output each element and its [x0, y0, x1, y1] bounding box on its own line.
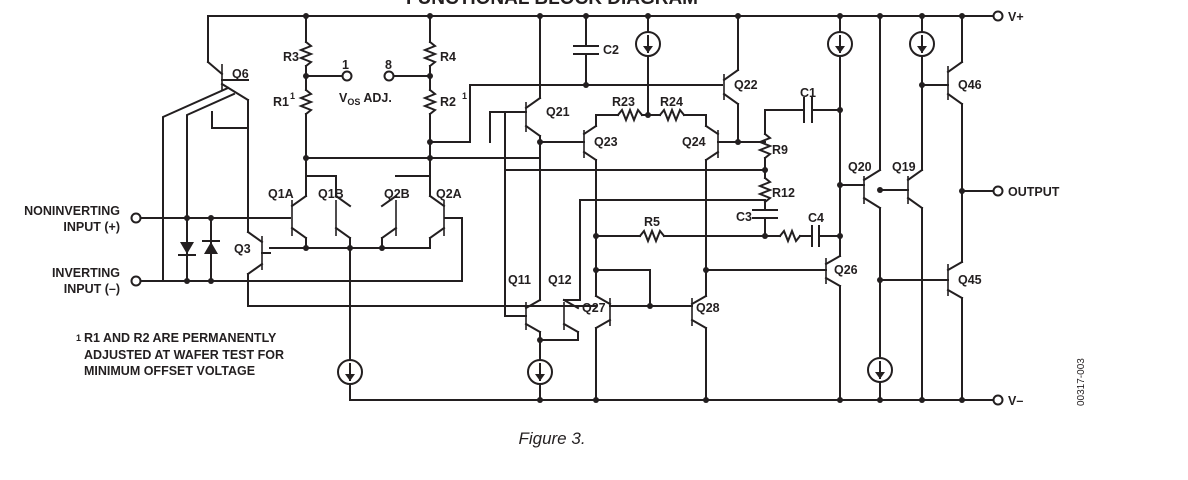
input-pair-tail: [269, 245, 431, 361]
r1-label: R1: [273, 95, 289, 109]
q2b-label: Q2B: [384, 187, 410, 201]
rail-junctions: [303, 13, 965, 403]
current-source-q11: [527, 359, 553, 401]
q26-label: Q26: [834, 263, 858, 277]
q11-label: Q11: [508, 273, 531, 287]
capacitor-c2: [573, 15, 599, 88]
resistor-capacitor-c4: [764, 225, 843, 247]
q1a-label: Q1A: [268, 187, 294, 201]
q24-label: Q24: [682, 135, 706, 149]
r9-label: R9: [772, 143, 788, 157]
transistor-q19: [877, 89, 924, 401]
protection-diode-1: [178, 242, 196, 256]
footnote-marker: 1: [76, 333, 81, 343]
transistor-q23: [537, 114, 598, 201]
r4-label: R4: [440, 50, 456, 64]
r4-r2-string: [383, 15, 438, 159]
r24-label: R24: [660, 95, 683, 109]
inverting-input-terminal: [130, 275, 142, 287]
c4-label: C4: [808, 211, 824, 225]
resistors-r23-r24: [595, 107, 707, 123]
inverting-label-1: INVERTING: [52, 266, 120, 280]
r2-footnote-mark: 1: [462, 91, 467, 101]
transistor-q26: [824, 254, 842, 401]
c3-label: C3: [736, 210, 752, 224]
current-source-q26: [827, 15, 853, 257]
q19-label: Q19: [892, 160, 916, 174]
current-source-bottom-right: [867, 357, 893, 401]
transistor-q22: [722, 15, 740, 143]
r12-label: R12: [772, 186, 795, 200]
r1-footnote-mark: 1: [290, 91, 295, 101]
v-plus-terminal: [992, 10, 1004, 22]
q21-label: Q21: [546, 105, 570, 119]
noninverting-label-1: NONINVERTING: [24, 204, 120, 218]
v-minus-terminal: [992, 394, 1004, 406]
current-source-top-mid: [635, 15, 661, 116]
q22-label: Q22: [734, 78, 758, 92]
r23-label: R23: [612, 95, 635, 109]
c1-label: C1: [800, 86, 816, 100]
r2-label: R2: [440, 95, 456, 109]
current-source-q46: [909, 15, 935, 91]
diagram-title: FUNCTIONAL BLOCK DIAGRAM: [406, 0, 698, 9]
q12-label: Q12: [548, 273, 572, 287]
footnote-line-3: MINIMUM OFFSET VOLTAGE: [84, 364, 255, 378]
transistor-q20: [837, 15, 882, 357]
figure-caption: Figure 3.: [518, 429, 585, 448]
pin-1-label: 1: [342, 58, 349, 72]
vos-adj-label: VOS ADJ.: [339, 91, 392, 107]
q27-label: Q27: [582, 301, 606, 315]
q6-label: Q6: [232, 67, 249, 81]
footnote-line-1: R1 AND R2 ARE PERMANENTLY: [84, 331, 277, 345]
r5-label: R5: [644, 215, 660, 229]
r9-r12-chain: [579, 109, 778, 301]
transistor-q12: [537, 298, 581, 343]
v-plus-label: V+: [1008, 10, 1024, 24]
q46-label: Q46: [958, 78, 982, 92]
q2a-label: Q2A: [436, 187, 462, 201]
tail-current-source: [337, 359, 363, 401]
noninverting-input-terminal: [130, 212, 142, 224]
pin-8-label: 8: [385, 58, 392, 72]
capacitor-c1: [764, 97, 843, 123]
transistor-q2a: [428, 157, 446, 249]
transistor-q27: [593, 199, 651, 401]
transistor-q1b: [305, 175, 352, 249]
noninverting-label-2: INPUT (+): [63, 220, 120, 234]
transistor-q46: [921, 15, 964, 263]
transistor-q6: [206, 15, 250, 206]
resistor-r5: [593, 228, 766, 244]
r3-label: R3: [283, 50, 299, 64]
r3-r1-string: [298, 15, 353, 159]
q28-label: Q28: [696, 301, 720, 315]
transistor-q24: [704, 114, 766, 271]
q20-label: Q20: [848, 160, 872, 174]
transistor-q28: [647, 267, 827, 401]
transistor-q11: [504, 169, 542, 361]
q23-label: Q23: [594, 135, 618, 149]
c2-label: C2: [603, 43, 619, 57]
bias-cross-leads: [162, 86, 236, 282]
footnote-line-2: ADJUSTED AT WAFER TEST FOR: [84, 348, 284, 362]
protection-diode-2: [202, 240, 220, 254]
figure-code: 00317-003: [1076, 358, 1087, 406]
transistor-q45: [877, 260, 964, 401]
transistor-q1a: [290, 157, 308, 249]
transistor-q3: [246, 204, 597, 307]
q1b-label: Q1B: [318, 187, 344, 201]
inverting-label-2: INPUT (–): [64, 282, 120, 296]
q45-label: Q45: [958, 273, 982, 287]
v-minus-label: V–: [1008, 394, 1023, 408]
output-label: OUTPUT: [1008, 185, 1060, 199]
q3-label: Q3: [234, 242, 251, 256]
output-node: [959, 185, 1004, 197]
